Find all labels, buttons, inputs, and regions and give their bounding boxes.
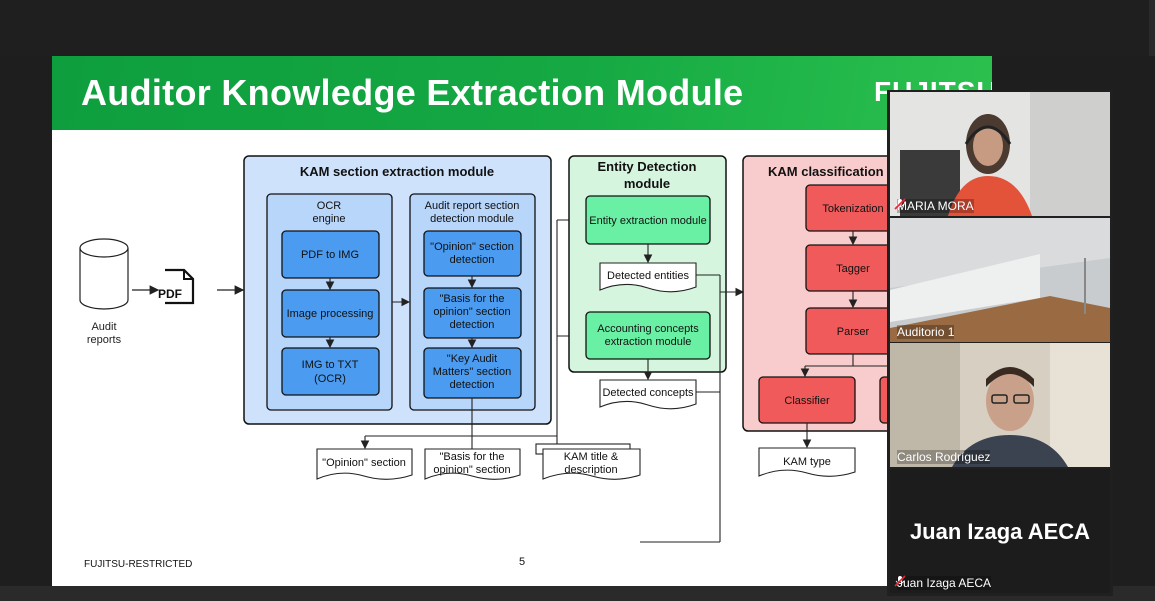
participant-tile-maria[interactable]: MARIA MORA — [890, 92, 1110, 216]
participant-tile-auditorio[interactable]: Auditorio 1 — [890, 218, 1110, 342]
muted-mic-icon — [894, 575, 906, 587]
audit-reports-label-1: Audit — [91, 321, 116, 333]
pdf-file-icon — [165, 268, 195, 305]
img-to-txt-box — [281, 347, 380, 396]
img-to-txt-label-2: (OCR) — [314, 373, 346, 385]
opinion-detection-label-2: detection — [450, 254, 495, 266]
participant-name: Auditorio 1 — [897, 325, 955, 339]
audit-section-title-1: Audit report section — [425, 200, 520, 212]
detected-entities-doc — [599, 262, 697, 293]
entity-extraction-label: Entity extraction module — [589, 215, 706, 227]
auditorio-video — [890, 218, 1110, 342]
kam-title-doc — [542, 448, 641, 480]
participant-tile-juan[interactable]: Juan Izaga AECA Juan Izaga AECA — [890, 469, 1110, 593]
audit-section-title-2: detection module — [430, 213, 514, 225]
meeting-top-bar — [0, 0, 1155, 56]
basis-detection-label-3: detection — [450, 319, 495, 331]
classifier-label: Classifier — [784, 395, 830, 407]
basis-section-label-1: "Basis for the — [439, 451, 504, 463]
participant-name: Juan Izaga AECA — [897, 576, 992, 590]
audit-reports-label-2: reports — [87, 334, 122, 346]
img-to-txt-label-1: IMG to TXT — [302, 359, 359, 371]
participant-name-large: Juan Izaga AECA — [909, 519, 1091, 544]
kam-extraction-module-title: KAM section extraction module — [300, 164, 494, 179]
detected-concepts-label: Detected concepts — [602, 387, 694, 399]
image-processing-label: Image processing — [287, 308, 374, 320]
kam-type-doc — [758, 447, 856, 477]
shared-slide: Auditor Knowledge Extraction Module FUJI… — [52, 56, 992, 586]
muted-mic-icon — [894, 198, 906, 210]
maria-video — [890, 92, 1110, 216]
pipeline-diagram: Audit reports PDF KAM section extraction… — [79, 155, 992, 543]
detected-entities-label: Detected entities — [607, 270, 689, 282]
basis-section-doc — [424, 448, 521, 480]
accounting-label-2: extraction module — [605, 336, 692, 348]
slide-footer-classification: FUJITSU-RESTRICTED — [84, 559, 193, 570]
ocr-engine-title-1: OCR — [317, 200, 342, 212]
opinion-detection-label-1: "Opinion" section — [430, 241, 514, 253]
carlos-video — [890, 343, 1110, 467]
kam-detection-label-1: "Key Audit — [447, 353, 497, 365]
participant-gallery: MARIA MORA Auditorio 1 Carlos Rodríguez — [887, 90, 1113, 596]
accounting-label-1: Accounting concepts — [597, 323, 699, 335]
basis-section-label-2: opinion" section — [433, 464, 510, 476]
kam-detection-label-2: Matters" section — [433, 366, 512, 378]
opinion-section-doc — [316, 448, 413, 480]
slide-banner: Auditor Knowledge Extraction Module FUJI… — [52, 56, 992, 130]
kam-title-label-1: KAM title & — [564, 451, 619, 463]
meeting-bottom-bar — [0, 586, 1155, 601]
slide-page-number: 5 — [519, 556, 526, 568]
entity-module-title-2: module — [624, 176, 670, 191]
participant-name: Carlos Rodríguez — [897, 450, 991, 464]
pdf-to-img-label: PDF to IMG — [301, 249, 359, 261]
opinion-section-label: "Opinion" section — [322, 457, 406, 469]
detected-concepts-doc — [599, 379, 697, 410]
tagger-label: Tagger — [836, 263, 870, 275]
kam-title-label-2: description — [564, 464, 617, 476]
entity-module-title-1: Entity Detection — [598, 159, 697, 174]
parser-label: Parser — [837, 326, 870, 338]
slide-title: Auditor Knowledge Extraction Module — [81, 72, 744, 113]
basis-detection-label-1: "Basis for the — [439, 293, 504, 305]
tokenization-label: Tokenization — [822, 203, 883, 215]
participant-name: MARIA MORA — [897, 199, 974, 213]
kam-type-label: KAM type — [783, 456, 831, 468]
ocr-engine-title-2: engine — [312, 213, 345, 225]
window-edge — [1149, 0, 1155, 56]
basis-detection-label-2: opinion" section — [433, 306, 510, 318]
audit-reports-database-icon — [79, 238, 129, 310]
kam-detection-label-3: detection — [450, 379, 495, 391]
pdf-icon-label: PDF — [158, 287, 182, 301]
participant-tile-carlos[interactable]: Carlos Rodríguez — [890, 343, 1110, 467]
kam-classification-title: KAM classification — [768, 164, 884, 179]
